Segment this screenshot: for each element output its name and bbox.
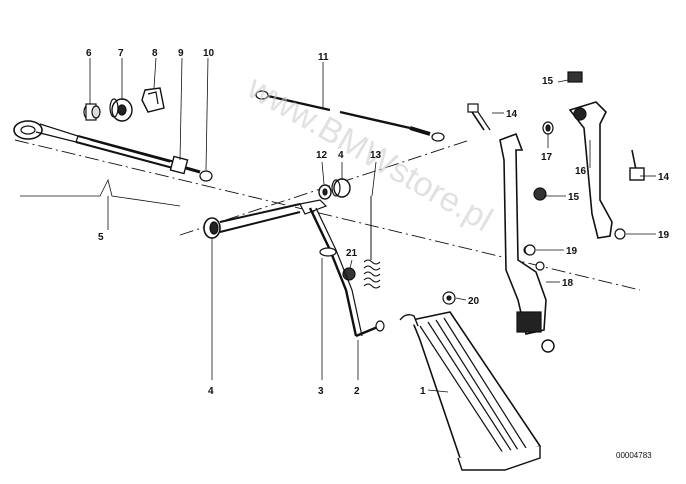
accelerator-pedal: [399, 311, 542, 471]
grommet-7: [109, 98, 133, 122]
callout-15-mid: 15: [568, 192, 580, 203]
callout-18: 18: [562, 278, 574, 289]
callout-1: 1: [420, 386, 426, 397]
callout-numbers: 6 7 8 9 10 11 12 4 13 21 5 4 3 2 1 20 14…: [86, 48, 670, 397]
callout-13: 13: [370, 150, 382, 161]
callout-12: 12: [316, 150, 328, 161]
clip-8: [141, 87, 165, 113]
pedal-arm-18: [499, 132, 555, 353]
callout-16: 16: [575, 166, 587, 177]
nut-19-right: [614, 228, 626, 240]
callout-20: 20: [468, 296, 480, 307]
rod-assembly: [13, 120, 213, 182]
bracket-16: [568, 101, 613, 239]
callout-14-right: 14: [658, 172, 670, 183]
callout-17: 17: [541, 152, 553, 163]
callout-8: 8: [152, 48, 158, 59]
callout-2: 2: [354, 386, 360, 397]
washer-17: [542, 121, 554, 135]
bolt-14-right: [629, 149, 645, 181]
callout-5: 5: [98, 232, 104, 243]
callout-15-top: 15: [542, 76, 554, 87]
bushing-4-upper: [331, 178, 351, 198]
spring-13: [363, 196, 381, 289]
callout-10: 10: [203, 48, 215, 59]
diagram-reference-number: 00004783: [616, 451, 652, 460]
callout-3: 3: [318, 386, 324, 397]
bushing-12: [318, 184, 332, 200]
callout-6: 6: [86, 48, 92, 59]
bushing-6: [83, 103, 101, 121]
callout-21: 21: [346, 248, 358, 259]
callout-19-left: 19: [566, 246, 578, 257]
callout-4-upper: 4: [338, 150, 344, 161]
nut-15-mid: [533, 187, 547, 201]
callout-4-lower: 4: [208, 386, 214, 397]
callout-9: 9: [178, 48, 184, 59]
callout-11: 11: [318, 52, 329, 63]
washer-20: [442, 291, 456, 305]
callout-19-right: 19: [658, 230, 670, 241]
nut-19-left: [524, 244, 536, 256]
bolt-14-upper: [467, 103, 491, 131]
nut-15-top: [567, 71, 583, 83]
spring-21: [342, 267, 356, 281]
callout-14-upper: 14: [506, 109, 518, 120]
callout-7: 7: [118, 48, 124, 59]
rod-11: [255, 90, 445, 142]
leader-lines: [20, 57, 656, 393]
lower-shaft: [203, 199, 385, 338]
